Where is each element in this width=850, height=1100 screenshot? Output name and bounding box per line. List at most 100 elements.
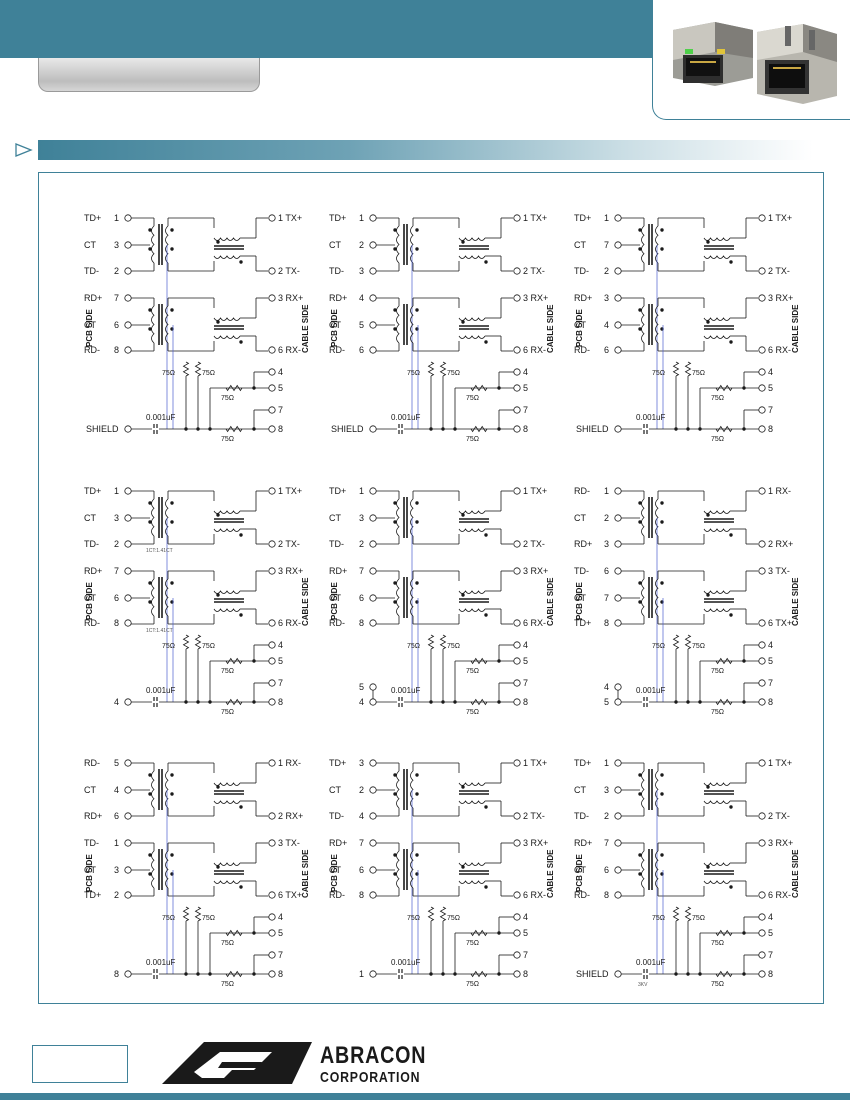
capacitor-label: 0.001uF <box>391 413 420 422</box>
resistor <box>427 906 435 922</box>
coil <box>458 237 486 241</box>
coil <box>151 498 155 537</box>
pin-circle <box>369 346 377 354</box>
junction-dot <box>660 853 664 857</box>
pin-circle <box>268 812 276 820</box>
pin-number: 6 <box>604 345 609 355</box>
signal-label: RD- <box>574 486 590 496</box>
junction-dot <box>441 427 445 431</box>
pin-circle <box>124 294 132 302</box>
signal-label: RD+ <box>574 838 592 848</box>
right-pin-label: 6 RX- <box>278 345 301 355</box>
pin-circle <box>268 487 276 495</box>
shield-label: SHIELD <box>576 424 609 434</box>
pin-circle <box>124 619 132 627</box>
cable-side-label: CABLE SIDE <box>546 577 555 626</box>
cable-pin-number: 4 <box>278 640 283 650</box>
pin-circle <box>758 698 766 706</box>
pin-number: 2 <box>114 539 119 549</box>
shield-pin-number: 8 <box>114 969 119 979</box>
pin-circle <box>268 540 276 548</box>
pin-number: 2 <box>359 240 364 250</box>
resistor-label: 75Ω <box>407 915 420 922</box>
junction-dot <box>638 501 642 505</box>
coil <box>396 770 400 809</box>
coil <box>410 305 414 344</box>
resistor <box>194 634 202 650</box>
pin-circle <box>614 267 622 275</box>
right-pin-label: 2 TX- <box>523 811 545 821</box>
junction-dot <box>729 533 733 537</box>
junction-dot <box>638 872 642 876</box>
coil <box>703 528 731 532</box>
pin-circle <box>758 368 766 376</box>
coil <box>151 305 155 344</box>
resistor <box>439 361 447 377</box>
signal-label: CT <box>84 785 96 795</box>
junction-dot <box>393 520 397 524</box>
resistor-label: 75Ω <box>162 643 175 650</box>
coil <box>410 225 414 264</box>
pin-circle <box>513 267 521 275</box>
coil <box>410 770 414 809</box>
junction-dot <box>148 872 152 876</box>
cable-pin-number: 5 <box>523 656 528 666</box>
cable-pin-number: 7 <box>523 405 528 415</box>
cable-pin-number: 5 <box>278 383 283 393</box>
cable-pin-number: 7 <box>523 678 528 688</box>
right-pin-label: 3 RX+ <box>768 293 793 303</box>
junction-dot <box>415 308 419 312</box>
junction-dot <box>660 773 664 777</box>
junction-dot <box>706 785 710 789</box>
coil <box>703 255 731 259</box>
pin-circle <box>369 241 377 249</box>
right-pin-label: 2 RX+ <box>768 539 793 549</box>
pin-circle <box>268 406 276 414</box>
resistor <box>672 906 680 922</box>
right-pin-label: 3 TX- <box>278 838 300 848</box>
shield-pin-number: 5 <box>604 697 609 707</box>
cap-gap <box>642 973 649 975</box>
cable-pin-number: 4 <box>768 912 773 922</box>
pin-circle <box>513 679 521 687</box>
pin-circle <box>124 594 132 602</box>
signal-label: RD- <box>574 890 590 900</box>
pin-number: 1 <box>114 838 119 848</box>
right-pin-label: 1 TX+ <box>523 758 547 768</box>
pin-circle <box>614 759 622 767</box>
resistor-label: 75Ω <box>162 915 175 922</box>
signal-label: CT <box>84 865 96 875</box>
right-pin-label: 2 TX- <box>768 811 790 821</box>
pin-circle <box>268 346 276 354</box>
junction-dot <box>638 792 642 796</box>
right-pin-label: 3 RX+ <box>278 566 303 576</box>
product-photo-frame <box>652 0 850 120</box>
junction-dot <box>393 853 397 857</box>
junction-dot <box>393 327 397 331</box>
junction-dot <box>148 327 152 331</box>
cable-pin-number: 7 <box>768 405 773 415</box>
junction-dot <box>638 853 642 857</box>
pin-circle <box>758 970 766 978</box>
pin-number: 1 <box>604 486 609 496</box>
pin-number: 8 <box>359 618 364 628</box>
junction-dot <box>170 501 174 505</box>
pin-number: 8 <box>114 345 119 355</box>
junction-dot <box>453 700 457 704</box>
coil <box>458 608 486 612</box>
pin-circle <box>268 698 276 706</box>
signal-label: TD+ <box>329 213 346 223</box>
junction-dot <box>239 613 243 617</box>
cable-pin-number: 7 <box>523 950 528 960</box>
cable-side-label: CABLE SIDE <box>546 849 555 898</box>
capacitor-label: 0.001uF <box>146 958 175 967</box>
brand-name: ABRACON <box>320 1042 427 1069</box>
capacitor-label: 0.001uF <box>391 958 420 967</box>
pin-number: 1 <box>359 213 364 223</box>
resistor <box>182 361 190 377</box>
coil <box>703 862 731 866</box>
signal-label: TD- <box>84 838 99 848</box>
pin-circle <box>369 891 377 899</box>
pin-number: 5 <box>359 320 364 330</box>
